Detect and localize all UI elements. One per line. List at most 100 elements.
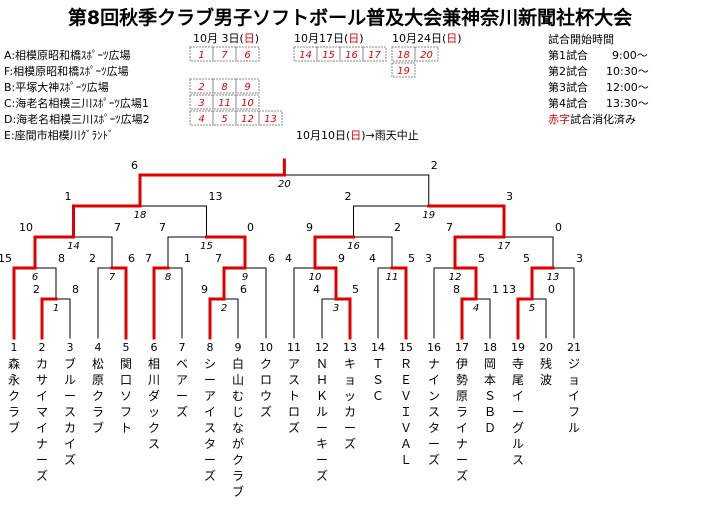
venue-f: F:相模原昭和橋ｽﾎﾟｰﾂ広場 [4, 64, 129, 78]
score-left: 7 [159, 221, 166, 234]
score-left: 2 [345, 190, 352, 203]
score-left: 10 [19, 221, 33, 234]
schedule-match-no: 4 [198, 114, 204, 125]
score-right: 2 [431, 159, 438, 172]
team-name: アストロズ [287, 357, 300, 435]
schedule-match-no: 11 [218, 98, 231, 109]
team-number: 10 [259, 341, 273, 354]
start-time-2-value: 10:30～ [606, 65, 649, 78]
score-right: 2 [394, 221, 401, 234]
schedule-match-no: 3 [198, 98, 204, 109]
team-name: ブルースカイズ [63, 357, 76, 467]
team-number: 7 [179, 341, 186, 354]
team-name: ＮＨＫルーキーズ [315, 357, 328, 483]
match-number: 14 [67, 241, 80, 252]
team-number: 5 [123, 341, 130, 354]
schedule-dates: 10月 3日(日) 10月17日(日) 10月24日(日) [193, 32, 462, 45]
team-number: 18 [483, 341, 497, 354]
team-number: 12 [315, 341, 329, 354]
schedule-match-no: 16 [345, 50, 358, 61]
schedule-match-no: 5 [221, 114, 227, 125]
team-number: 6 [151, 341, 158, 354]
schedule-match-no: 8 [221, 82, 227, 93]
start-time-3-label: 第3試合 [548, 80, 588, 94]
score-left: 13 [502, 283, 516, 296]
team-name: ＴＳＣ [371, 357, 384, 403]
score-left: 9 [306, 221, 313, 234]
team-number: 4 [95, 341, 102, 354]
match-number: 2 [221, 303, 227, 314]
team-name: 寺尾イーグルス [511, 357, 524, 467]
match-number: 5 [529, 303, 535, 314]
schedule-match-no: 18 [397, 50, 410, 61]
team-name: 伊勢原ライナーズ [455, 357, 468, 483]
bracket-lines [12, 158, 575, 340]
team-name: 松原クラブ [91, 357, 104, 435]
score-right: 13 [209, 190, 223, 203]
schedule-box [235, 78, 260, 94]
team-number: 2 [39, 341, 46, 354]
score-left: 6 [131, 159, 138, 172]
team-name: ジョイフル [567, 357, 580, 435]
score-right: 8 [58, 252, 65, 265]
schedule-box [362, 46, 387, 62]
schedule-box [414, 46, 439, 62]
score-left: 7 [446, 221, 453, 234]
venue-d: D:海老名相模三川ｽﾎﾟｰﾂ広場2 [4, 112, 150, 126]
match-number: 7 [109, 272, 116, 283]
schedule-match-no: 1 [198, 50, 204, 61]
venue-list: A:相模原昭和橋ｽﾎﾟｰﾂ広場 F:相模原昭和橋ｽﾎﾟｰﾂ広場 B:平塚大神ｽﾎ… [4, 48, 150, 142]
match-number: 3 [333, 303, 339, 314]
score-right: 6 [128, 252, 135, 265]
score-right: 1 [492, 283, 499, 296]
team-number: 13 [343, 341, 357, 354]
team-number: 21 [567, 341, 581, 354]
score-left: 2 [33, 283, 40, 296]
start-time-2-label: 第2試合 [548, 64, 588, 78]
score-left: 15 [0, 252, 12, 265]
score-right: 6 [268, 252, 275, 265]
start-time-1-label: 第1試合 [548, 48, 588, 62]
match-number: 13 [547, 272, 560, 283]
date-3: 10月24日(日) [392, 32, 462, 45]
score-right: 5 [408, 252, 415, 265]
match-number: 4 [473, 303, 479, 314]
team-name: カサイマイナーズ [35, 357, 48, 483]
schedule-match-no: 7 [221, 50, 228, 61]
match-number: 18 [134, 210, 147, 221]
schedule-match-no: 12 [241, 114, 254, 125]
schedule-match-no: 13 [264, 114, 277, 125]
schedule-box [235, 94, 260, 110]
match-number: 6 [32, 272, 38, 283]
score-left: 3 [425, 252, 432, 265]
score-right: 3 [576, 252, 583, 265]
team-name: 相川ダックス [147, 357, 160, 451]
team-name: キョッカーズ [343, 357, 356, 451]
team-number: 9 [235, 341, 242, 354]
team-number: 3 [67, 341, 74, 354]
rain-note: 10月10日(日)→雨天中止 [296, 129, 419, 142]
score-left: 4 [369, 252, 376, 265]
venue-a: A:相模原昭和橋ｽﾎﾟｰﾂ広場 [4, 48, 131, 62]
venue-b: B:平塚大神ｽﾎﾟｰﾂ広場 [4, 80, 109, 94]
team-number: 17 [455, 341, 469, 354]
match-number: 11 [386, 272, 399, 283]
score-right: 3 [506, 190, 513, 203]
team-name: ナインスターズ [427, 357, 440, 467]
schedule-match-no: 2 [198, 82, 204, 93]
score-left: 4 [313, 283, 320, 296]
score-left: 4 [285, 252, 292, 265]
team-number: 20 [539, 341, 553, 354]
match-number: 1 [53, 303, 59, 314]
team-number: 1 [11, 341, 18, 354]
score-right: 0 [555, 221, 562, 234]
score-left: 8 [453, 283, 460, 296]
team-name: 森永クラブ [7, 357, 20, 435]
schedule-match-no: 17 [368, 50, 381, 61]
score-left: 7 [145, 252, 152, 265]
team-name: クロウズ [259, 357, 272, 419]
score-right: 5 [478, 252, 485, 265]
